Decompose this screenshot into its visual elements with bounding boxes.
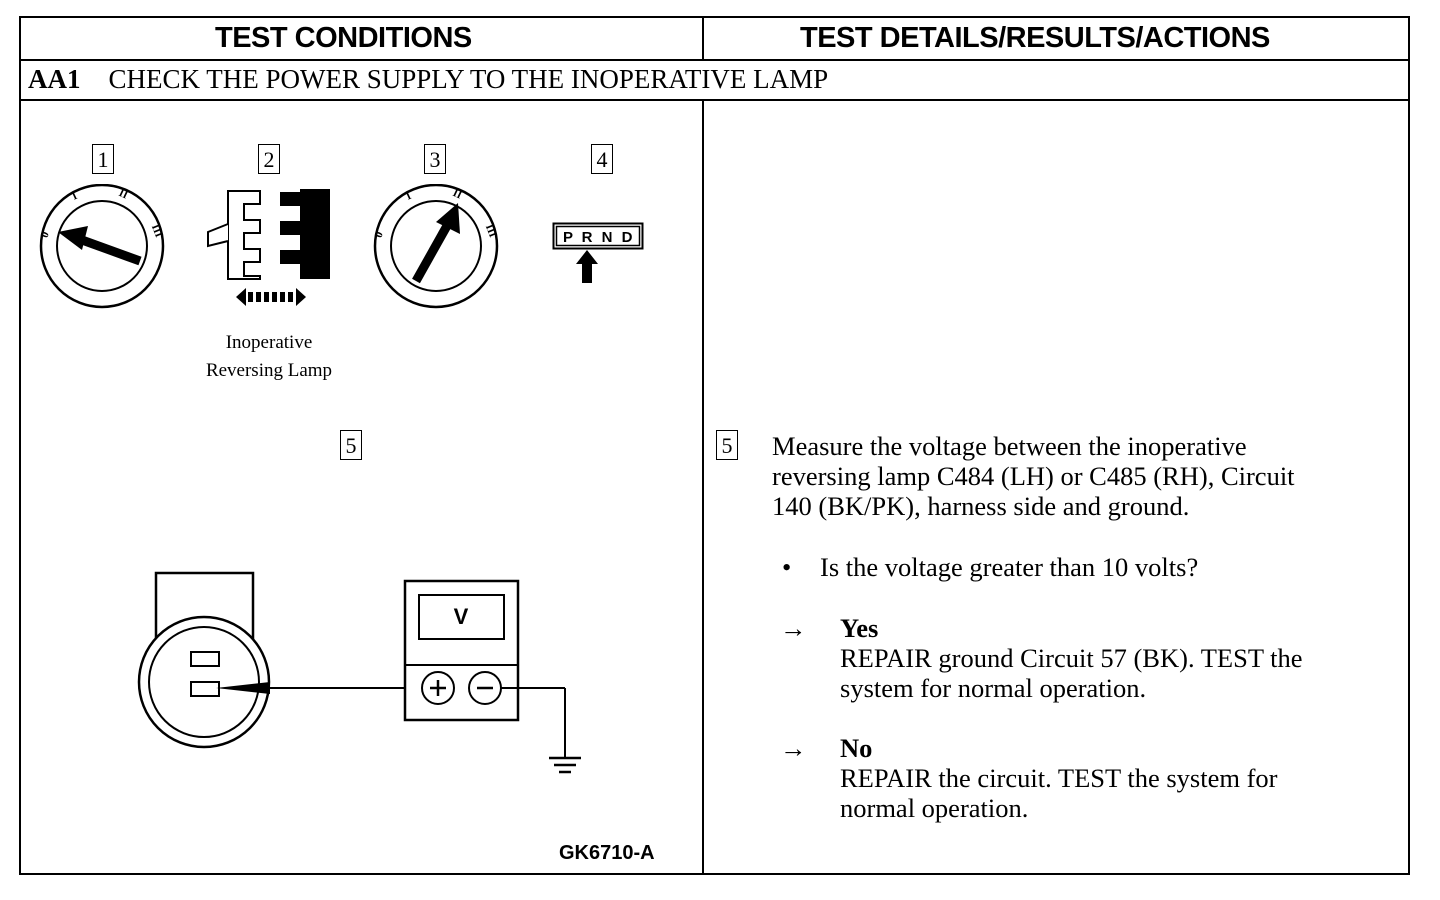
gear-label-p: P <box>563 229 573 246</box>
step-number-1: 1 <box>92 144 114 174</box>
step-number-2: 2 <box>258 144 280 174</box>
instruction-line-1: Measure the voltage between the inoperat… <box>772 431 1247 461</box>
connector-caption-line-2: Reversing Lamp <box>205 360 333 381</box>
connector-caption-line-1: Inoperative <box>225 332 313 353</box>
step-number-4: 4 <box>591 144 613 174</box>
result-yes-line-2: system for normal operation. <box>840 673 1147 703</box>
frame-column-divider-top <box>702 16 704 60</box>
meter-label: V <box>454 604 469 629</box>
gear-selector-reverse-icon: P R N D <box>552 222 644 283</box>
connector-disconnect-icon <box>207 189 330 306</box>
instruction-line-2: reversing lamp C484 (LH) or C485 (RH), C… <box>772 461 1295 491</box>
step-number-3: 3 <box>424 144 446 174</box>
step-number-5-right: 5 <box>716 430 738 460</box>
gear-label-r: R <box>582 229 593 246</box>
result-no-label: No <box>840 733 873 763</box>
result-yes: Yes REPAIR ground Circuit 57 (BK). TEST … <box>840 613 1303 703</box>
header-test-details: TEST DETAILS/RESULTS/ACTIONS <box>800 22 1270 54</box>
frame-header-divider <box>19 59 1410 61</box>
ignition-label-3: III <box>149 223 165 239</box>
voltmeter-test-icon: V <box>137 571 581 774</box>
connector-caption: Inoperative Reversing Lamp <box>184 329 354 385</box>
ignition-switch-off-icon: 0 I II III <box>39 184 165 309</box>
result-no: No REPAIR the circuit. TEST the system f… <box>840 733 1277 823</box>
frame-right-line <box>1408 16 1410 875</box>
frame-step-divider <box>19 99 1410 101</box>
step-number-5-left: 5 <box>340 430 362 460</box>
ignition-on-label-1: I <box>404 190 413 203</box>
ignition-label-2: II <box>117 187 130 201</box>
ignition-on-label-3: III <box>483 223 499 239</box>
gear-label-n: N <box>602 229 613 246</box>
instruction-line-3: 140 (BK/PK), harness side and ground. <box>772 491 1190 521</box>
result-no-arrow: → <box>780 733 807 763</box>
step-title: CHECK THE POWER SUPPLY TO THE INOPERATIV… <box>108 64 829 94</box>
question-text: Is the voltage greater than 10 volts? <box>820 552 1199 582</box>
result-no-line-1: REPAIR the circuit. TEST the system for <box>840 763 1278 793</box>
ignition-label-1: I <box>70 190 79 203</box>
question-bullet: • <box>782 552 792 582</box>
step-code: AA1 <box>28 64 81 94</box>
ignition-on-label-2: II <box>451 187 464 201</box>
frame-column-divider-body <box>702 100 704 874</box>
frame-bottom-line <box>19 873 1410 875</box>
gear-label-d: D <box>622 229 633 246</box>
result-yes-label: Yes <box>840 613 879 643</box>
result-yes-line-1: REPAIR ground Circuit 57 (BK). TEST the <box>840 643 1303 673</box>
result-yes-arrow: → <box>780 613 807 643</box>
ignition-on-label-0: 0 <box>373 230 386 240</box>
step-title-row: AA1 CHECK THE POWER SUPPLY TO THE INOPERA… <box>28 64 828 95</box>
header-test-conditions: TEST CONDITIONS <box>215 22 472 54</box>
instruction-text: Measure the voltage between the inoperat… <box>772 431 1295 521</box>
result-no-line-2: normal operation. <box>840 793 1029 823</box>
ignition-switch-on-icon: 0 I II III <box>373 184 499 309</box>
figure-id: GK6710-A <box>559 842 655 864</box>
ignition-label-0: 0 <box>39 230 52 240</box>
frame-left-line <box>19 16 21 875</box>
frame-top-line <box>19 16 1410 18</box>
